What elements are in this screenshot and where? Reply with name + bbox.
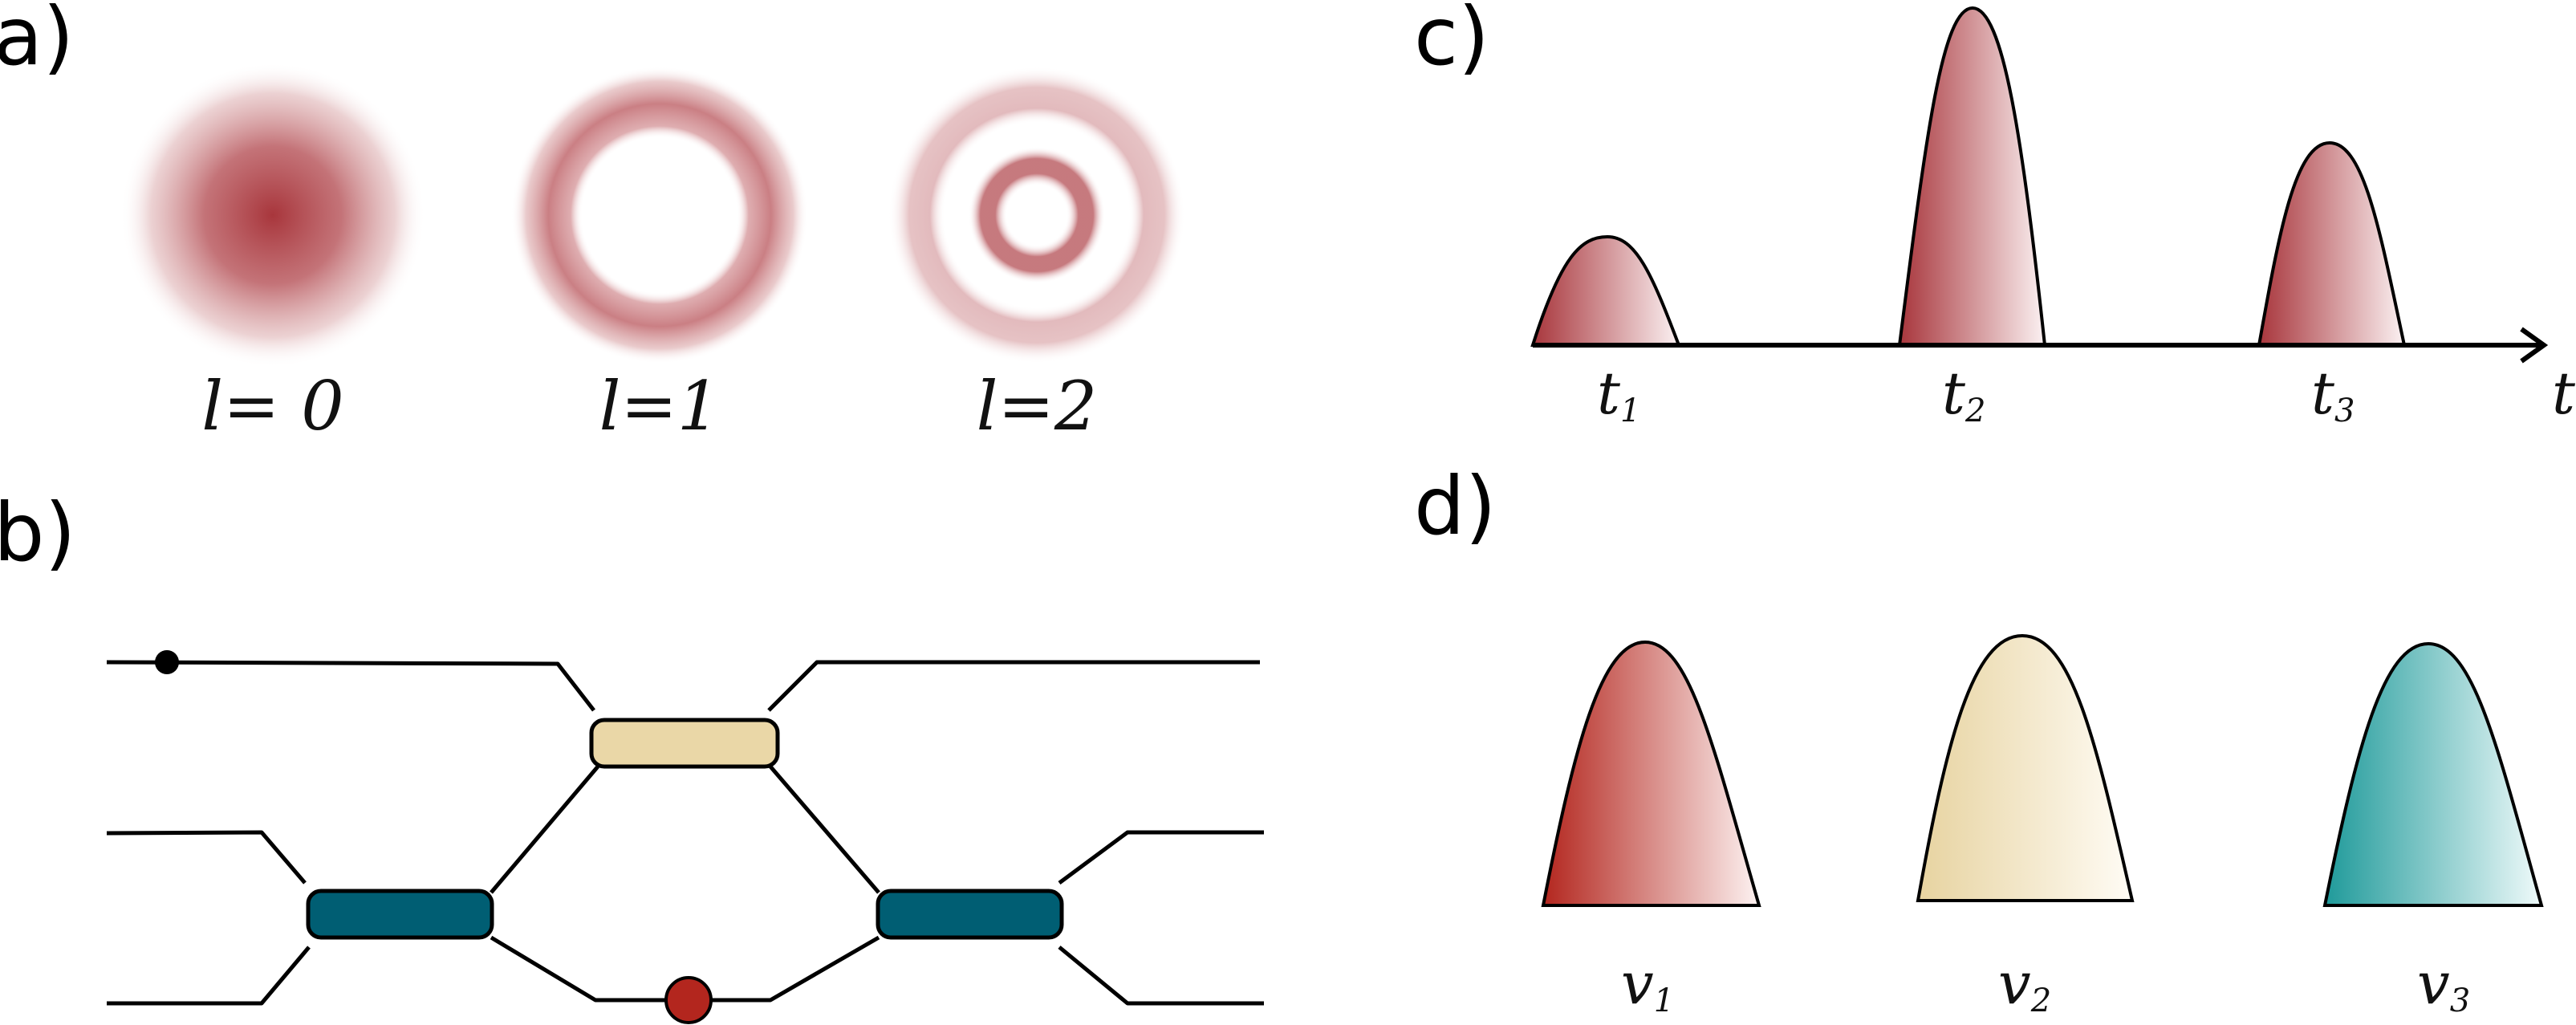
frequency-pulse-2 <box>1916 633 2135 902</box>
mode-l1-label: l=1 <box>599 367 721 445</box>
waveguide-bottom-left <box>107 946 311 1006</box>
waveguide-mid-right <box>1058 830 1264 885</box>
time-pulse-1-label: t1 <box>1597 360 1640 429</box>
mode-l1-ring <box>511 67 808 364</box>
frequency-pulse-3-label: v3 <box>2417 950 2470 1019</box>
panel-b-label: b) <box>0 486 76 580</box>
time-axis-arrowhead <box>2520 327 2549 364</box>
waveguide-mid-left <box>106 830 307 885</box>
left-beamsplitter <box>306 889 494 940</box>
frequency-pulse-1 <box>1541 640 1761 907</box>
time-pulse-2-label: t2 <box>1942 360 1985 429</box>
interferometer-circuit <box>106 660 1264 1006</box>
photon-large-dot <box>664 976 713 1024</box>
time-pulse-2 <box>1897 6 2047 347</box>
mode-l0-label: l= 0 <box>201 367 343 445</box>
frequency-pulse-2-label: v2 <box>1998 950 2051 1019</box>
top-beamsplitter <box>589 718 780 769</box>
time-pulse-1 <box>1530 234 1681 347</box>
mode-l0-spot <box>120 63 425 368</box>
panel-d-label: d) <box>1414 459 1497 553</box>
time-pulse-3-label: t3 <box>2311 360 2355 429</box>
waveguide-bottom-right <box>1058 946 1264 1006</box>
right-beamsplitter <box>876 889 1064 940</box>
panel-c-label: c) <box>1414 0 1489 83</box>
waveguide-inner-upper-right <box>769 765 880 894</box>
time-pulse-3 <box>2257 140 2407 347</box>
waveguide-top-right <box>767 660 1260 712</box>
photon-small-dot <box>155 650 179 674</box>
mode-l2-rings <box>888 67 1185 364</box>
frequency-pulse-1-label: v1 <box>1621 950 1674 1019</box>
frequency-pulse-3 <box>2322 641 2544 907</box>
panel-a-label: a) <box>0 0 74 83</box>
waveguide-inner-upper-left <box>490 765 599 894</box>
mode-l2-label: l=2 <box>977 367 1098 445</box>
waveguide-top-left <box>106 660 595 712</box>
time-axis-label: t <box>2552 360 2576 427</box>
